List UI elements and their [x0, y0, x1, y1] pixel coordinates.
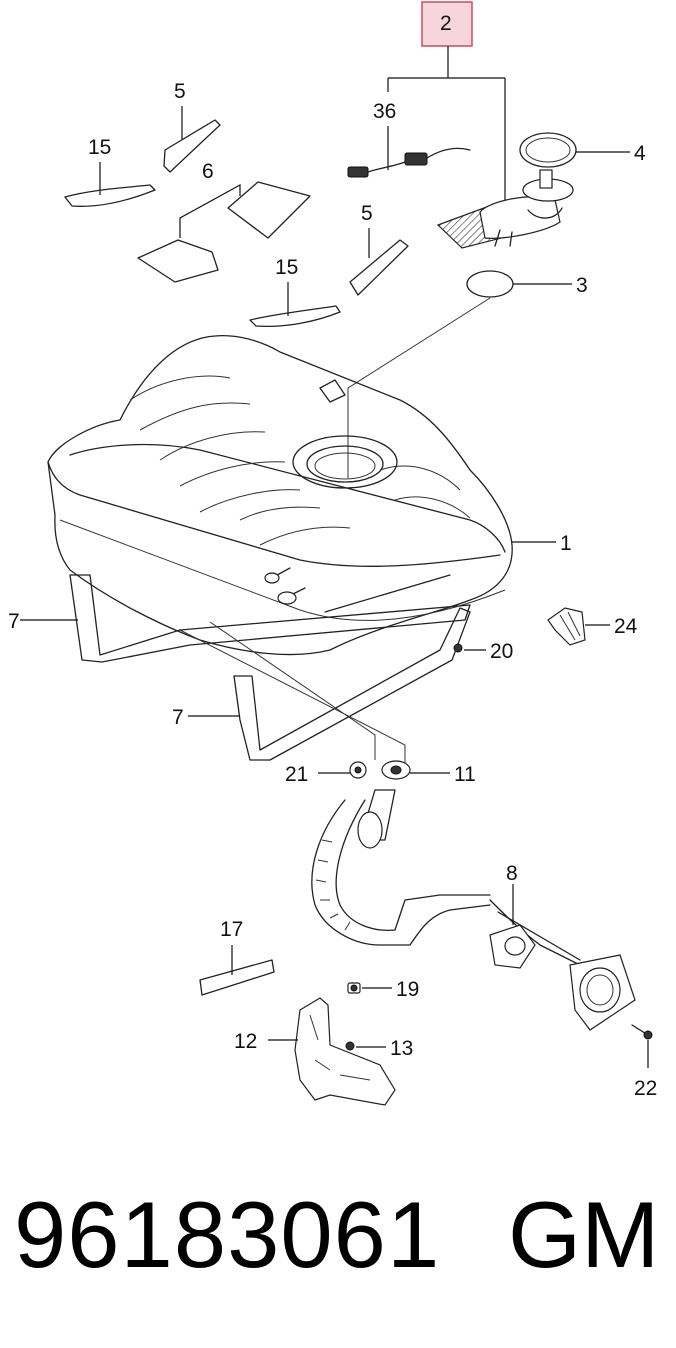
callout-2-highlight [421, 1, 473, 47]
fuel-tank [47, 334, 513, 656]
insulator-pad-6-left [137, 239, 219, 283]
callout-1: 1 [560, 532, 572, 555]
clamp-21 [349, 761, 367, 779]
o-ring [466, 270, 514, 298]
callout-13: 13 [390, 1037, 413, 1060]
callout-17: 17 [220, 918, 243, 941]
fuel-filler-neck [311, 789, 636, 1031]
screw-22 [631, 1024, 653, 1040]
label-17 [199, 959, 275, 996]
lock-ring [519, 132, 577, 168]
brand-label: GM [508, 1182, 660, 1287]
callout-3: 3 [576, 274, 588, 297]
callout-11: 11 [454, 763, 476, 786]
callout-24: 24 [614, 615, 638, 638]
part-number: 96183061 [14, 1182, 441, 1287]
nut-13 [345, 1041, 355, 1051]
centerline-pump [347, 297, 491, 478]
bolt-19 [347, 982, 361, 994]
insulator-pad-5-mid [349, 239, 409, 296]
callout-5-mid: 5 [361, 202, 373, 225]
insulator-pad-5-top [163, 119, 221, 173]
callout-7-top: 7 [8, 610, 20, 633]
heat-shield-12 [294, 997, 396, 1106]
callout-21: 21 [285, 763, 308, 786]
tank-strap-front [69, 574, 471, 663]
callout-6: 6 [202, 160, 214, 183]
insulator-pad-6-right [227, 181, 311, 239]
clamp-11 [381, 760, 411, 780]
clip-24 [547, 607, 586, 646]
tank-strap-rear [233, 607, 471, 761]
callout-2: 2 [440, 12, 452, 35]
callout-15-mid: 15 [275, 256, 298, 279]
callout-22: 22 [634, 1077, 657, 1100]
callout-4: 4 [634, 142, 646, 165]
callout-8: 8 [506, 862, 518, 885]
bolt-20 [453, 643, 463, 653]
callout-36: 36 [373, 100, 396, 123]
callout-19: 19 [396, 978, 419, 1001]
callout-12: 12 [234, 1030, 257, 1053]
leader-2 [387, 46, 506, 205]
callout-15-top: 15 [88, 136, 111, 159]
callout-7-bottom: 7 [172, 706, 184, 729]
fuel-tank-exploded-diagram: 2 36 4 3 5 5 15 15 6 [8, 1, 657, 1106]
insulator-pad-15-top [64, 184, 156, 207]
callout-5-top: 5 [174, 80, 186, 103]
fuel-pump-module [436, 169, 574, 249]
insulator-pad-15-mid [249, 305, 341, 328]
callout-20: 20 [490, 640, 513, 663]
fuel-level-sender-wire [347, 147, 471, 178]
